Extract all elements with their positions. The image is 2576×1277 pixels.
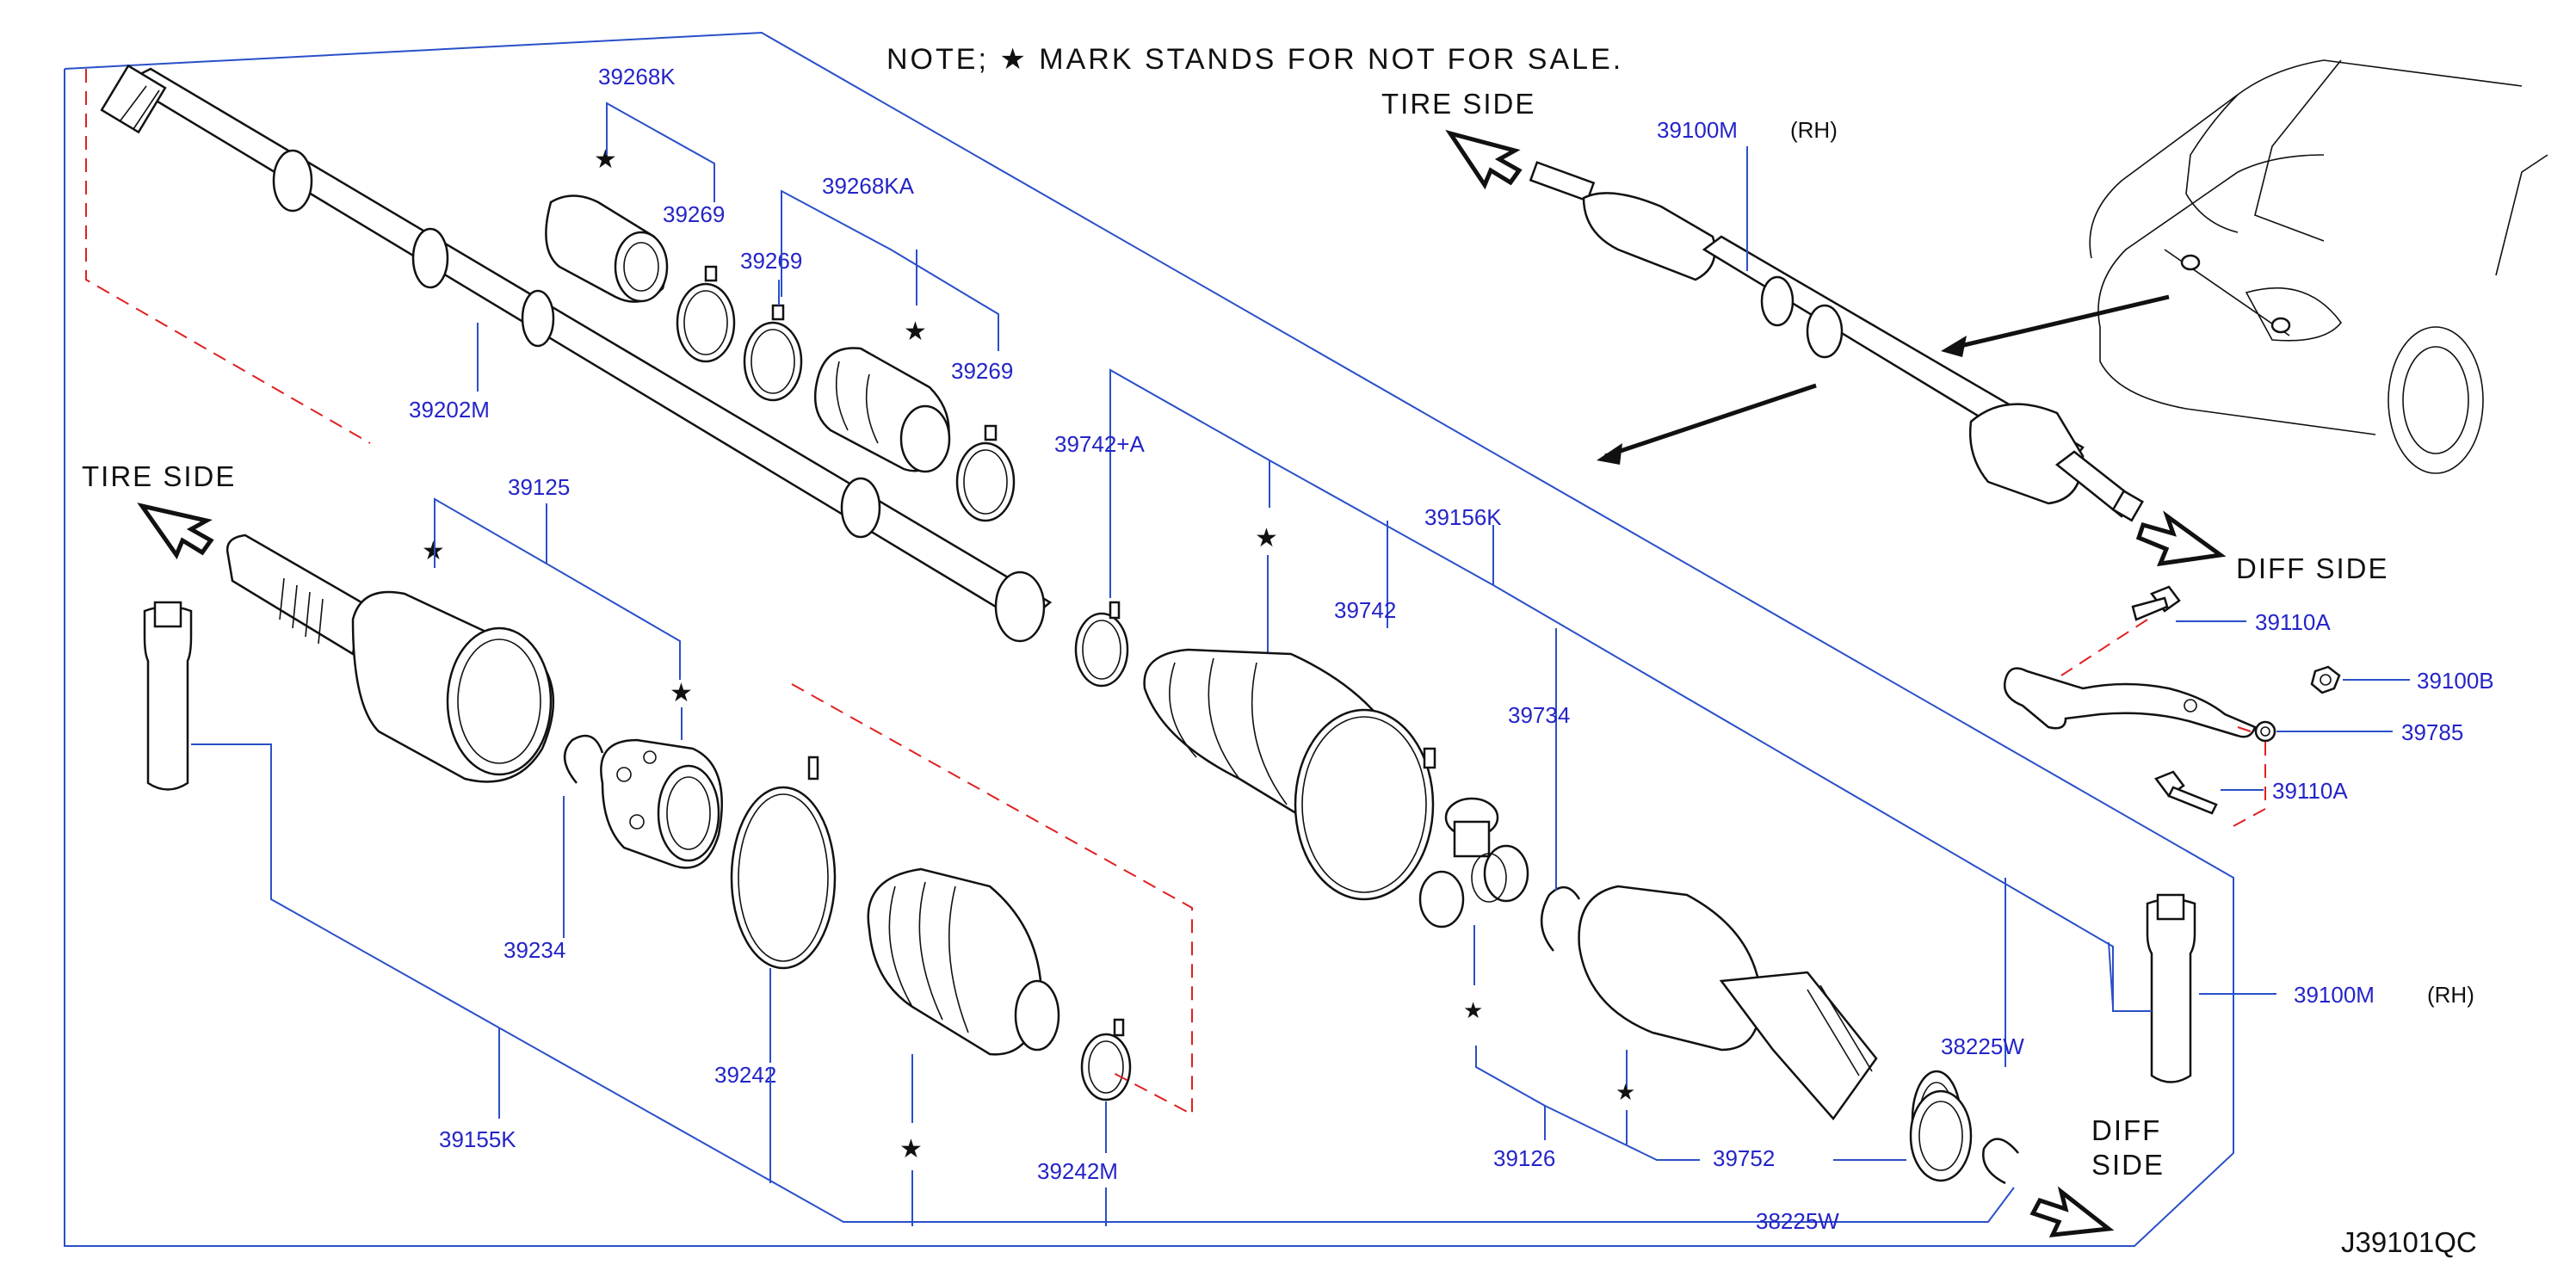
part-39100B[interactable]: 39100B <box>2417 668 2494 694</box>
vehicle-sketch <box>2089 59 2548 474</box>
seal-38225W <box>1909 1089 1973 1182</box>
circlip-38225W <box>1982 1138 2019 1185</box>
part-38225W-a[interactable]: 38225W <box>1941 1033 2024 1059</box>
ref-dash-bracket <box>2233 742 2266 827</box>
part-39268K[interactable]: 39268K <box>598 64 676 89</box>
arrow-tire-side-left <box>137 503 214 560</box>
boot-39268K <box>545 194 669 303</box>
arrow-tire-side-top <box>1445 129 1523 190</box>
diff-side-right: DIFF SIDE <box>2236 552 2389 584</box>
leader-39752 <box>1544 1105 1700 1161</box>
bracket-39785 <box>2003 667 2257 738</box>
inner-housing <box>1578 885 1962 1168</box>
leader-39126 <box>1475 1046 1546 1140</box>
arrow-diff-side-bottom <box>2029 1186 2115 1237</box>
band-39242 <box>730 756 837 970</box>
part-39100M-right[interactable]: 39100M <box>2294 982 2375 1008</box>
leader-38225W-b <box>1911 1187 2015 1223</box>
nut-39100B <box>2310 665 2341 694</box>
star-39268K: ★ <box>594 145 617 174</box>
leader-39155K <box>191 743 1911 1223</box>
star-inner-boot: ★ <box>1255 524 1278 552</box>
leader-39268K <box>606 102 715 202</box>
part-39269-a[interactable]: 39269 <box>663 201 725 227</box>
ref-dash-outer <box>791 683 1193 1116</box>
snapring-39734 <box>1540 886 1581 952</box>
tire-side-left: TIRE SIDE <box>82 460 236 492</box>
part-39242[interactable]: 39242 <box>714 1062 776 1088</box>
part-39100M-top[interactable]: 39100M <box>1657 117 1738 143</box>
pointer-arrowhead-a <box>1941 336 1967 357</box>
part-39742[interactable]: 39742 <box>1334 597 1396 623</box>
grease-tube-right <box>2146 893 2196 1083</box>
star-39268KA: ★ <box>904 318 927 346</box>
diagram-code: J39101QC <box>2341 1226 2477 1258</box>
note-text: NOTE; ★ MARK STANDS FOR NOT FOR SALE. <box>886 43 1623 76</box>
part-39785[interactable]: 39785 <box>2401 719 2463 745</box>
tire-side-top: TIRE SIDE <box>1381 88 1535 120</box>
part-39234[interactable]: 39234 <box>503 937 565 963</box>
outer-joint-39125 <box>225 534 555 783</box>
rh-right: (RH) <box>2427 982 2474 1008</box>
part-39156K[interactable]: 39156K <box>1424 504 1502 530</box>
assembled-driveshaft <box>1529 161 2144 522</box>
part-39155K[interactable]: 39155K <box>439 1126 516 1152</box>
part-39268KA[interactable]: 39268KA <box>822 173 915 199</box>
shaft-39202M <box>100 64 1053 643</box>
bolt-39110A-b <box>2154 770 2218 815</box>
arrow-diff-side-right <box>2135 510 2227 567</box>
part-39110A-b[interactable]: 39110A <box>2272 778 2348 804</box>
part-39269-b[interactable]: 39269 <box>740 248 802 274</box>
part-39242M[interactable]: 39242M <box>1037 1158 1118 1184</box>
star-39752: ★ <box>1615 1079 1635 1105</box>
star-inner-race: ★ <box>670 679 693 707</box>
pointer-arrow-b <box>1604 383 1817 459</box>
tripod-joint <box>1418 797 1529 928</box>
frame-outline <box>64 31 2234 1247</box>
part-39742A[interactable]: 39742+A <box>1054 431 1145 457</box>
leader-39742A <box>1109 368 1270 598</box>
clip-39785 <box>2254 720 2276 743</box>
leader-39156K <box>1269 460 2114 1007</box>
clamp-39269-b <box>743 304 803 402</box>
bolt-39110A-a <box>2131 585 2181 621</box>
part-39125[interactable]: 39125 <box>508 474 570 500</box>
pointer-arrow-a <box>1949 294 2170 351</box>
part-39126[interactable]: 39126 <box>1493 1145 1555 1171</box>
part-39269-c[interactable]: 39269 <box>951 358 1013 384</box>
star-tripod: ★ <box>1463 997 1483 1023</box>
ref-dash-bracket-b <box>2237 726 2252 732</box>
pointer-arrowhead-b <box>1597 443 1622 465</box>
clamp-39742A <box>1074 601 1129 688</box>
circlip-39234 <box>564 734 604 784</box>
clamp-39269-c <box>955 424 1016 522</box>
star-39125: ★ <box>422 537 445 565</box>
clamp-39269-a <box>676 265 736 363</box>
part-39110A-a[interactable]: 39110A <box>2255 609 2331 635</box>
star-boot-outer: ★ <box>899 1135 923 1163</box>
band-39742 <box>1294 708 1436 901</box>
ref-dash-shaft <box>85 69 371 444</box>
bearing-cage <box>600 738 723 869</box>
part-39202M[interactable]: 39202M <box>409 397 490 423</box>
part-39734[interactable]: 39734 <box>1508 702 1570 728</box>
leader-39100M-tube <box>2112 1007 2152 1012</box>
boot-39268KA <box>813 347 951 473</box>
part-39752[interactable]: 39752 <box>1713 1145 1775 1171</box>
part-38225W-b[interactable]: 38225W <box>1756 1208 1839 1234</box>
leader-39268KA <box>781 189 999 351</box>
ref-dash-bolt-a <box>2060 619 2148 676</box>
diff-side-bottom-line1: DIFF <box>2091 1114 2161 1146</box>
grease-tube-left <box>143 601 193 791</box>
rh-top: (RH) <box>1790 117 1838 143</box>
diff-side-bottom-line2: SIDE <box>2091 1149 2165 1181</box>
boot-outer <box>867 867 1060 1056</box>
clamp-39242M <box>1080 1018 1132 1101</box>
